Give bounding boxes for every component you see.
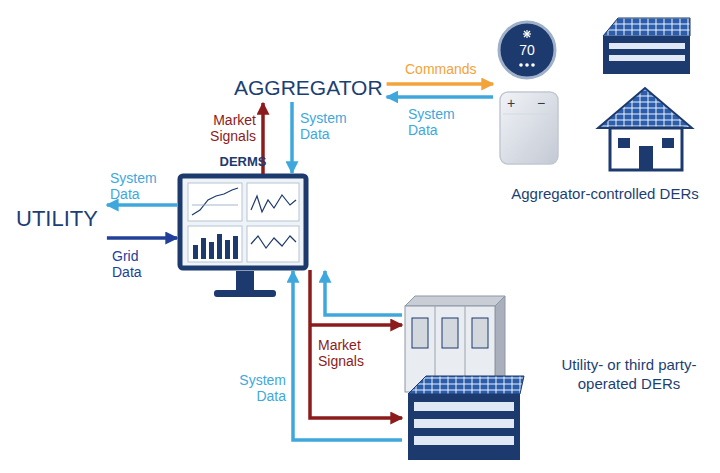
solar-office <box>408 376 524 460</box>
flow-arrow <box>387 95 493 99</box>
battery-container <box>412 318 428 348</box>
solar-building <box>603 18 690 74</box>
solar-house <box>662 138 674 148</box>
flow-arrow <box>290 102 294 173</box>
battery <box>500 92 558 164</box>
thermostat-display: 70 <box>499 22 555 78</box>
solar-office <box>408 376 524 394</box>
monitor <box>188 226 242 262</box>
solar-office <box>414 436 514 445</box>
monitor <box>188 183 242 221</box>
monitor <box>192 188 238 215</box>
derms-monitor: DERMS <box>180 176 306 268</box>
monitor <box>214 290 276 297</box>
signal-label: System Data <box>300 110 358 142</box>
branch-arrows <box>325 271 402 315</box>
node-text: Utility- or third party-operated DERs <box>545 355 713 393</box>
node-text: 70 <box>519 42 535 58</box>
thermostat <box>523 30 531 38</box>
battery-container <box>442 318 458 348</box>
thermostat <box>525 63 529 67</box>
branch-arrows <box>310 271 402 325</box>
battery-container <box>472 318 488 348</box>
flow-arrow <box>293 271 402 440</box>
thermostat <box>524 31 530 37</box>
battery-container <box>405 296 505 306</box>
solar-building <box>603 18 690 36</box>
flow-arrow <box>107 203 177 207</box>
monitor <box>192 205 238 206</box>
signal-label: Market Signals <box>318 337 380 369</box>
battery <box>500 92 558 164</box>
monitor <box>180 176 306 297</box>
signal-label: Market Signals <box>198 112 256 144</box>
monitor <box>209 242 214 259</box>
node-text: UTILITY <box>16 206 98 232</box>
solar-building <box>609 55 685 61</box>
monitor <box>217 234 222 259</box>
monitor <box>251 195 296 212</box>
monitor <box>247 226 299 262</box>
signal-label: System Data <box>110 170 168 202</box>
flow-arrow <box>387 82 493 86</box>
aggregator-label: AGGREGATOR <box>234 76 383 100</box>
thermostat <box>524 31 530 37</box>
thermostat <box>499 22 555 78</box>
terminal-sign: + <box>507 95 515 111</box>
node-text: AGGREGATOR <box>234 76 383 100</box>
solar-building <box>609 43 685 49</box>
monitor <box>180 176 306 268</box>
der-group: Utility- or third party-operated DERs <box>400 290 716 468</box>
flow-arrow <box>107 236 177 240</box>
monitor <box>201 238 206 259</box>
signal-label: Commands <box>405 61 485 77</box>
node-text: Aggregator-controlled DERs <box>495 184 715 203</box>
solar-house <box>639 146 653 170</box>
monitor <box>236 271 254 291</box>
thermostat <box>531 63 535 67</box>
branch-arrows <box>310 323 402 327</box>
monitor <box>193 245 198 259</box>
monitor <box>251 236 296 248</box>
signal-label: System Data <box>228 372 286 404</box>
solar-house <box>610 128 682 170</box>
thermostat <box>519 63 523 67</box>
signal-label: System Data <box>408 106 466 138</box>
battery <box>503 114 555 115</box>
solar-office <box>414 419 514 428</box>
flow-arrow <box>310 270 402 418</box>
monitor <box>233 236 238 259</box>
solar-office <box>408 394 520 460</box>
solar-house <box>598 88 692 170</box>
solar-office <box>414 402 514 411</box>
thermostat <box>499 22 555 78</box>
terminal-sign: − <box>537 95 545 111</box>
monitor <box>225 240 230 259</box>
solar-house <box>598 88 692 128</box>
solar-house <box>618 138 630 148</box>
der-group: 70Aggregator-controlled DERs <box>495 8 715 204</box>
node-text: DERMS <box>180 154 306 170</box>
solar-building <box>603 36 690 74</box>
monitor <box>247 183 299 221</box>
signal-label: Grid Data <box>112 248 156 280</box>
utility-label: UTILITY <box>10 194 104 244</box>
